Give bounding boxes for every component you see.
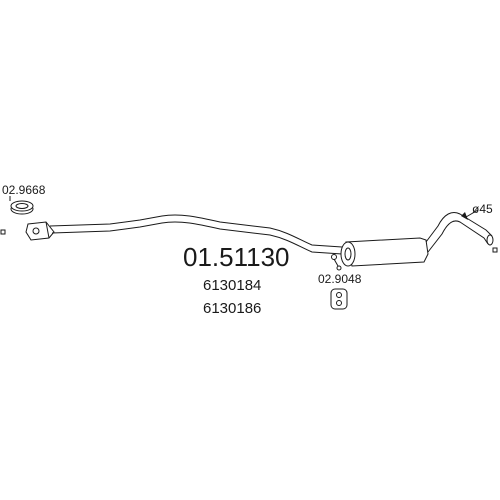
right-edge-marker bbox=[492, 247, 498, 253]
clamp-icon bbox=[10, 200, 34, 215]
muffler bbox=[340, 237, 429, 267]
rubber-mount-icon bbox=[330, 288, 348, 310]
tailpipe-outlet bbox=[486, 234, 494, 246]
tailpipe-lower-edge bbox=[427, 220, 489, 253]
main-part-number: 01.51130 bbox=[183, 242, 290, 272]
rubber-mount-part-number: 02.9048 bbox=[318, 272, 362, 286]
pipe-lower-edge bbox=[51, 221, 343, 255]
clamp-part-number: 02.9668 bbox=[2, 183, 46, 197]
left-edge-marker bbox=[0, 229, 6, 235]
pipe-upper-edge bbox=[49, 214, 343, 248]
diameter-label: ø45 bbox=[472, 202, 493, 216]
oe-number-1: 6130184 bbox=[203, 277, 261, 294]
dimension-leader bbox=[465, 209, 479, 218]
tailpipe-upper-edge bbox=[425, 212, 493, 243]
inlet-flange bbox=[25, 221, 55, 241]
dimension-arrow-icon bbox=[461, 212, 468, 220]
oe-number-2: 6130186 bbox=[203, 300, 261, 317]
hanger-bracket bbox=[331, 254, 342, 271]
